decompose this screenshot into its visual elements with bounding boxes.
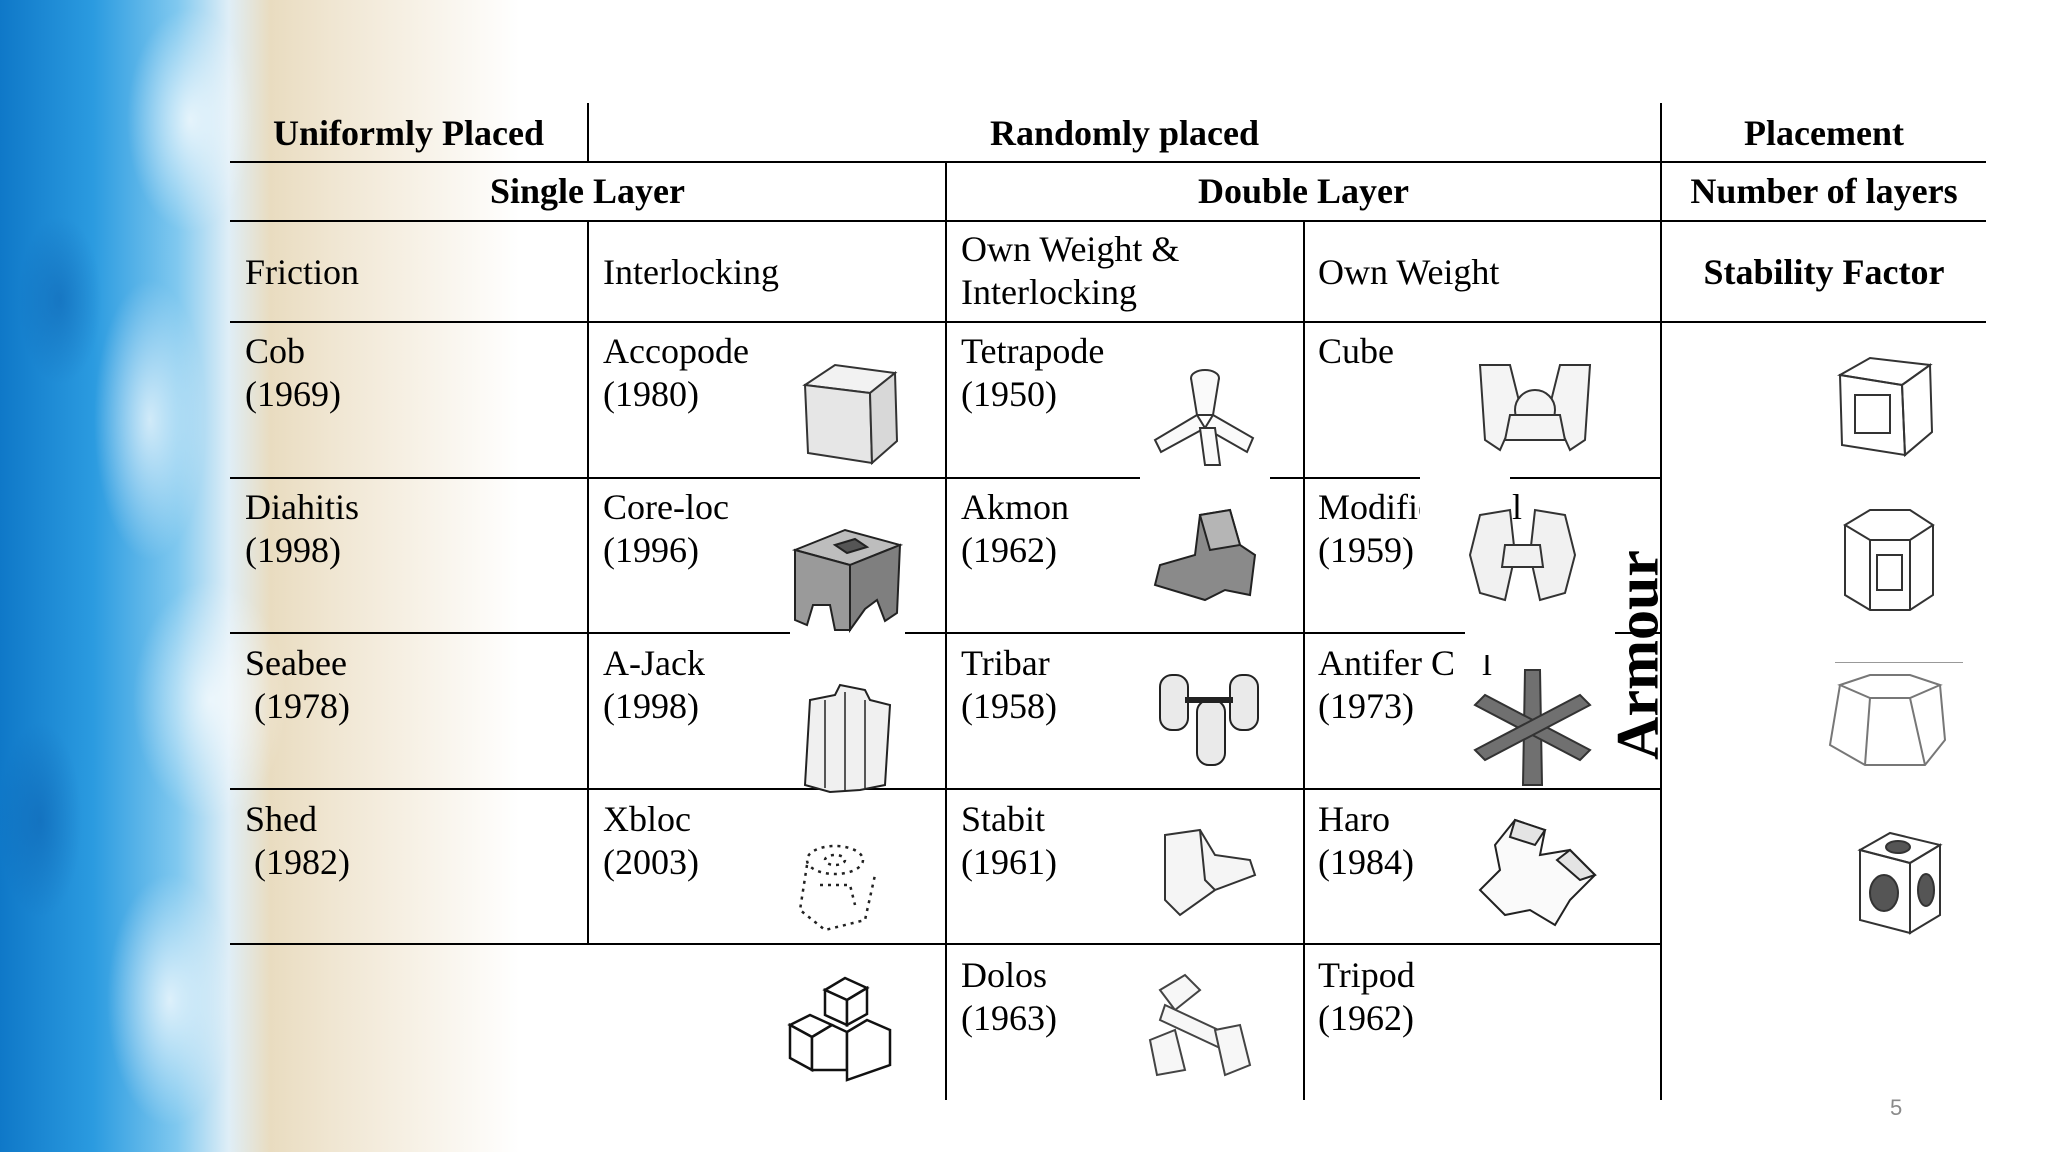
- cell-xbloc: Xbloc (2003): [603, 799, 699, 882]
- table-rule: [1303, 221, 1305, 1100]
- table-rule: [945, 162, 947, 1100]
- hexagonal-frame-unit-icon: [1835, 505, 1940, 615]
- header-own-weight: Own Weight: [1318, 252, 1500, 292]
- header-interlocking: Interlocking: [603, 252, 779, 292]
- cell-shed: Shed (1982): [245, 799, 350, 882]
- a-jack-unit-icon: [790, 680, 900, 795]
- cell-cube: Cube: [1318, 331, 1394, 371]
- akmon-unit-icon: [1145, 505, 1260, 605]
- header-friction: Friction: [245, 252, 359, 292]
- table-rule: [587, 221, 589, 944]
- tribar-unit-icon: [1155, 665, 1265, 770]
- cell-stabit: Stabit (1961): [961, 799, 1057, 882]
- cell-antifer-cube: Antifer C l (1973): [1318, 643, 1492, 726]
- table-rule: [1835, 662, 1963, 663]
- header-single-layer: Single Layer: [490, 171, 685, 211]
- table-rule: [230, 161, 1986, 163]
- modified-cube-unit-icon: [1465, 505, 1580, 605]
- core-loc-unit-icon: [785, 525, 905, 635]
- cell-diahitis: Diahitis (1998): [245, 487, 359, 570]
- header-uniformly-placed: Uniformly Placed: [273, 113, 544, 153]
- cell-dolos: Dolos (1963): [961, 955, 1057, 1038]
- header-own-weight-interlocking: Own Weight & Interlocking: [961, 229, 1180, 312]
- table-rule: [230, 220, 1986, 222]
- stabit-unit-icon: [1155, 820, 1260, 920]
- cube-unit-icon: [790, 355, 910, 470]
- table-rule: [587, 103, 589, 162]
- xbloc-unit-icon: [790, 835, 890, 935]
- cell-akmon: Akmon (1962): [961, 487, 1069, 570]
- header-number-of-layers: Number of layers: [1690, 171, 1958, 211]
- header-randomly-placed: Randomly placed: [989, 113, 1260, 153]
- table-rule: [230, 321, 1986, 323]
- cell-tetrapode: Tetrapode (1950): [961, 331, 1105, 414]
- perforated-cube-unit-icon: [1840, 825, 1950, 940]
- tetrapode-unit-icon: [1145, 360, 1265, 475]
- cell-cob: Cob (1969): [245, 331, 341, 414]
- dolos-unit-icon: [1145, 970, 1260, 1080]
- cell-haro: Haro (1984): [1318, 799, 1414, 882]
- cell-a-jack: A-Jack (1998): [603, 643, 705, 726]
- cell-tribar: Tribar (1958): [961, 643, 1057, 726]
- cell-tripod: Tripod (1962): [1318, 955, 1415, 1038]
- shed-cubes-unit-icon: [785, 970, 910, 1085]
- wave-foam-decoration: [0, 0, 320, 1152]
- table-rule: [1660, 103, 1662, 1100]
- cell-core-loc: Core-loc (1996): [603, 487, 729, 570]
- hollow-cube-unit-icon: [1830, 350, 1940, 465]
- header-stability-factor: Stability Factor: [1703, 252, 1945, 292]
- header-placement: Placement: [1744, 113, 1904, 153]
- hexagonal-block-unit-icon: [1825, 670, 1950, 770]
- image-backdrop: [1465, 615, 1615, 655]
- cell-accopode: Accopode (1980): [603, 331, 749, 414]
- haro-unit-icon: [1475, 815, 1600, 930]
- cell-seabee: Seabee (1978): [245, 643, 350, 726]
- header-double-layer: Double Layer: [1198, 171, 1409, 211]
- page-number: 5: [1890, 1095, 1903, 1120]
- image-backdrop: [1140, 460, 1270, 500]
- hub-unit-icon: [1470, 360, 1600, 460]
- antifer-unit-icon: [1470, 665, 1595, 790]
